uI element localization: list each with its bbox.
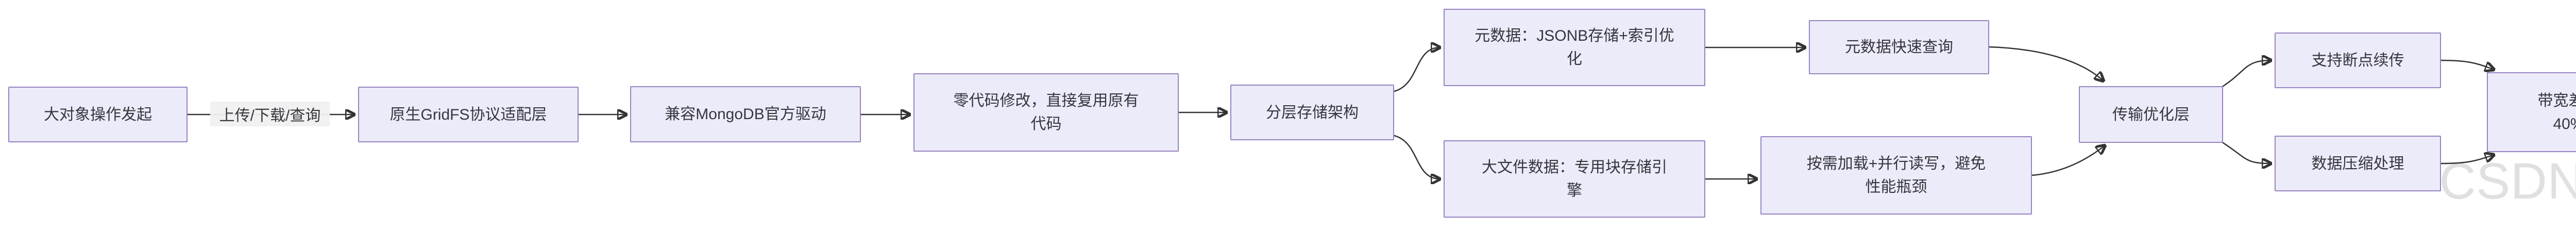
edge-ondemand-to-transport bbox=[2031, 145, 2105, 176]
flow-node-ondemand-parallel-io: 按需加载+并行读写，避免 性能瓶颈 bbox=[1760, 136, 2032, 215]
edge-label-upload-download-query: 上传/下载/查询 bbox=[210, 102, 330, 126]
flow-node-zero-code-change: 零代码修改，直接复用原有 代码 bbox=[913, 73, 1179, 152]
flow-node-metadata-jsonb: 元数据：JSONB存储+索引优 化 bbox=[1444, 9, 1705, 86]
flow-node-large-object-initiate: 大对象操作发起 bbox=[8, 87, 188, 142]
flow-node-mongodb-driver-compat: 兼容MongoDB官方驱动 bbox=[630, 86, 861, 142]
flow-node-bandwidth-efficiency-result: 带宽差环境传输效率提升 40%，适配异地部署 bbox=[2487, 72, 2576, 152]
edge-transport-to-compress bbox=[2221, 141, 2271, 163]
flow-node-gridfs-adapter-layer: 原生GridFS协议适配层 bbox=[358, 87, 579, 142]
edge-layered-to-metadata bbox=[1392, 47, 1440, 93]
flow-node-layered-storage-arch: 分层存储架构 bbox=[1230, 85, 1394, 140]
edge-resume-to-result bbox=[2441, 59, 2494, 70]
edge-transport-to-resume bbox=[2221, 60, 2271, 88]
flow-node-data-compression: 数据压缩处理 bbox=[2275, 136, 2441, 191]
flow-node-largefile-block-engine: 大文件数据：专用块存储引 擎 bbox=[1444, 140, 1705, 218]
flow-node-transport-optimization: 传输优化层 bbox=[2079, 86, 2223, 143]
flow-node-resumable-transfer: 支持断点续传 bbox=[2275, 32, 2441, 88]
edge-fastquery-to-transport bbox=[1989, 46, 2104, 81]
edge-compress-to-result bbox=[2441, 155, 2494, 165]
flow-node-metadata-fast-query: 元数据快速查询 bbox=[1809, 20, 1989, 74]
edge-layered-to-largefile bbox=[1392, 134, 1440, 179]
